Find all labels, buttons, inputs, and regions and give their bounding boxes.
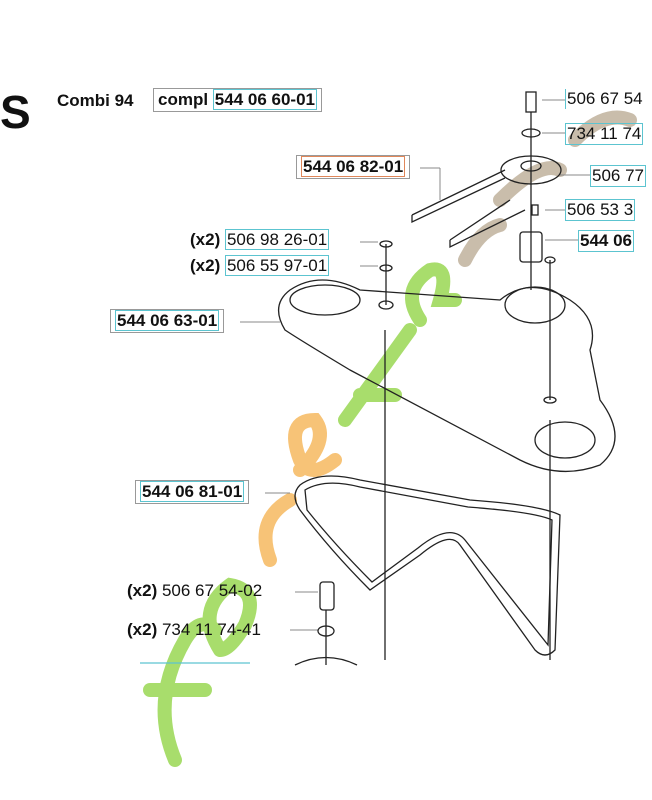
compl-label: compl bbox=[158, 90, 209, 109]
bolt-part-number: 506 67 54-02 bbox=[161, 581, 263, 600]
watermark-stroke bbox=[338, 323, 417, 427]
cover-label[interactable]: 544 06 63-01 bbox=[110, 309, 225, 333]
belt-label[interactable]: 544 06 81-01 bbox=[135, 480, 250, 504]
watermark-stroke bbox=[458, 218, 507, 267]
compl-part-number: 544 06 60-01 bbox=[212, 89, 317, 110]
watermark-stroke bbox=[493, 161, 567, 207]
pulley-assembly bbox=[411, 91, 562, 290]
drive-belt bbox=[294, 475, 561, 656]
section-letter: S bbox=[0, 86, 31, 138]
screw-part-number: 506 98 26-01 bbox=[224, 229, 330, 250]
washer-label[interactable]: (x2) 506 55 97-01 bbox=[190, 255, 330, 276]
washer2-qty: (x2) bbox=[127, 620, 158, 639]
screw-top-label[interactable]: 506 67 54 bbox=[565, 89, 643, 109]
leader-lines bbox=[240, 99, 590, 631]
washer-part-number: 506 55 97-01 bbox=[224, 255, 330, 276]
screw-label[interactable]: (x2) 506 98 26-01 bbox=[190, 229, 330, 250]
washer-qty: (x2) bbox=[190, 256, 221, 275]
pulley-label[interactable]: 506 77 bbox=[590, 165, 646, 187]
watermark-stroke bbox=[202, 577, 257, 657]
belt-cover bbox=[278, 279, 616, 473]
watermark-stroke bbox=[405, 262, 462, 327]
watermark-stroke bbox=[288, 412, 342, 477]
compl-part-label[interactable]: compl 544 06 60-01 bbox=[153, 88, 322, 112]
washer2-label[interactable]: (x2) 734 11 74-41 bbox=[127, 620, 261, 640]
watermark-stroke bbox=[568, 110, 637, 147]
bolt-label[interactable]: (x2) 506 67 54-02 bbox=[127, 581, 262, 601]
belt-guide-label[interactable]: 544 06 82-01 bbox=[296, 155, 411, 179]
washer2-part-number: 734 11 74-41 bbox=[161, 620, 261, 639]
washer-top-label[interactable]: 734 11 74 bbox=[565, 123, 644, 145]
spacer-label[interactable]: 544 06 bbox=[578, 230, 634, 252]
key-label[interactable]: 506 53 3 bbox=[565, 199, 636, 221]
cover-part-number: 544 06 63-01 bbox=[115, 310, 220, 331]
screws bbox=[378, 240, 557, 404]
model-title: Combi 94 bbox=[57, 91, 134, 110]
bolt-qty: (x2) bbox=[127, 581, 158, 600]
screw-qty: (x2) bbox=[190, 230, 221, 249]
belt-guide-part-number: 544 06 82-01 bbox=[301, 156, 406, 177]
belt-part-number: 544 06 81-01 bbox=[140, 481, 245, 502]
watermark-stroke bbox=[258, 493, 297, 567]
